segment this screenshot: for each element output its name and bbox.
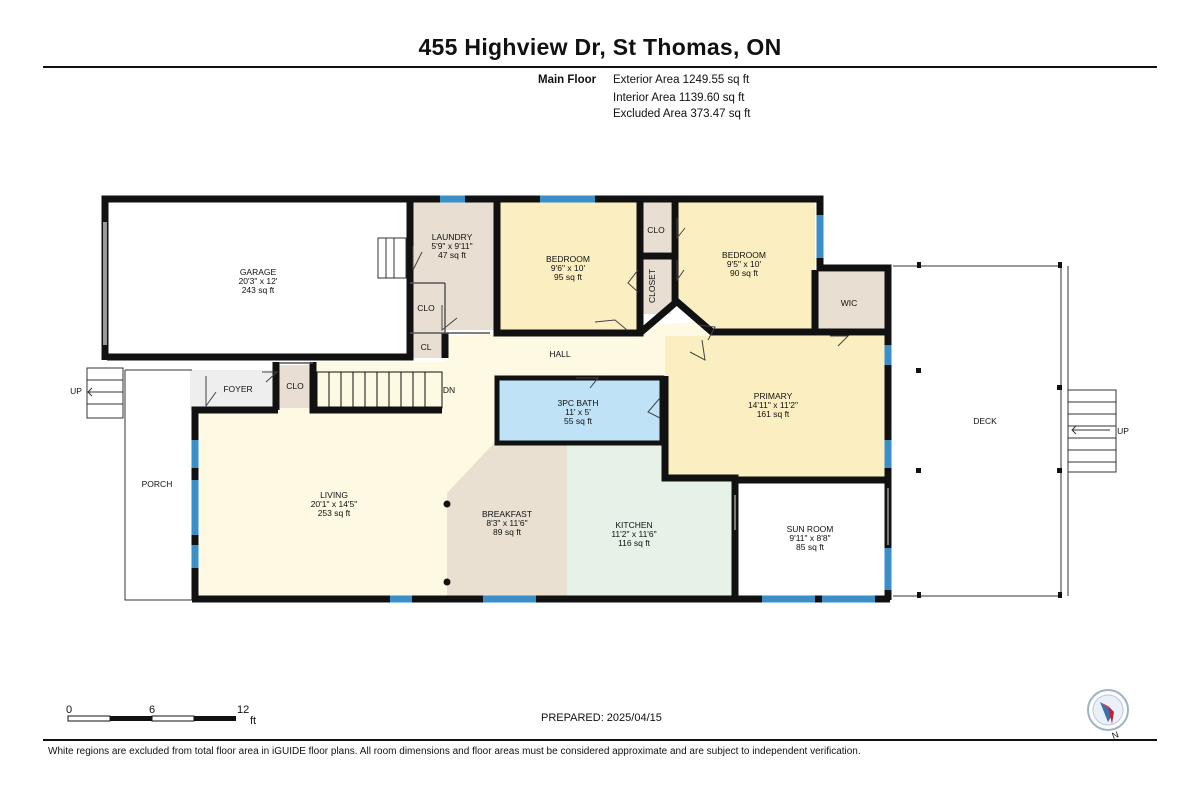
- interior-area: Interior Area 1139.60 sq ft: [613, 92, 745, 104]
- bedroom-right-name: BEDROOM: [722, 250, 766, 260]
- door-swings: [205, 218, 850, 419]
- deck-up-label: UP: [1117, 426, 1129, 436]
- wic-label: WIC: [841, 298, 858, 308]
- garage-dims: 20'3" x 12': [239, 276, 278, 286]
- bath-fill: [497, 380, 660, 442]
- sunroom-dims: 9'11" x 8'8": [789, 533, 830, 543]
- deck-posts: [916, 262, 1062, 598]
- scale-tick-12: 12: [237, 704, 249, 716]
- bedroom-left-dims: 9'6" x 10': [551, 263, 586, 273]
- living-fill: [200, 410, 495, 596]
- room-labels: GARAGE 20'3" x 12' 243 sq ft LAUNDRY 5'9…: [70, 225, 1129, 552]
- bedroom-left-name: BEDROOM: [546, 254, 590, 264]
- closet-fill: [641, 258, 671, 314]
- step-arrows: [87, 387, 1110, 435]
- room-fills: [190, 202, 885, 596]
- deck-steps: [1067, 389, 1117, 473]
- bedroom-left-fill: [497, 202, 638, 330]
- prepared-date: PREPARED: 2025/04/15: [541, 712, 662, 724]
- primary-fill: [665, 336, 885, 478]
- breakfast-dims: 8'3" x 11'6": [486, 518, 527, 528]
- bath-area: 55 sq ft: [564, 416, 593, 426]
- clo-laundry-fill: [410, 286, 442, 330]
- exterior-area: Exterior Area 1249.55 sq ft: [613, 74, 750, 86]
- column-2: [443, 578, 451, 586]
- clo-top-fill: [641, 202, 671, 252]
- excluded-area: Excluded Area 373.47 sq ft: [613, 108, 751, 120]
- primary-dims: 14'11" x 11'2": [748, 400, 798, 410]
- stairs-dn-label: DN: [443, 385, 455, 395]
- hall-label: HALL: [549, 349, 571, 359]
- kitchen-area: 116 sq ft: [618, 538, 651, 548]
- scale-labels: 0 6 12 ft: [66, 704, 256, 727]
- kitchen-name: KITCHEN: [615, 520, 652, 530]
- bedroom-left-area: 95 sq ft: [554, 272, 583, 282]
- bath-name: 3PC BATH: [558, 398, 599, 408]
- living-dims: 20'1" x 14'5": [311, 499, 358, 509]
- garage-steps: [377, 237, 407, 279]
- column-1: [443, 500, 451, 508]
- sunroom-area: 85 sq ft: [796, 542, 825, 552]
- living-area: 253 sq ft: [318, 508, 351, 518]
- bedroom-right-fill: [675, 202, 815, 330]
- cl-label: CL: [421, 342, 432, 352]
- porch-label: PORCH: [142, 479, 173, 489]
- clo-laundry-label: CLO: [417, 303, 435, 313]
- footer-rule: [43, 739, 1157, 741]
- sunroom-name: SUN ROOM: [787, 524, 834, 534]
- disclaimer: White regions are excluded from total fl…: [48, 746, 861, 757]
- laundry-dims: 5'9" x 9'11": [431, 241, 472, 251]
- compass-letter: N: [1111, 729, 1121, 741]
- scale-bar: [67, 715, 236, 722]
- kitchen-dims: 11'2" x 11'6": [611, 529, 656, 539]
- foyer-label: FOYER: [223, 384, 252, 394]
- breakfast-fill: [447, 442, 567, 596]
- laundry-area: 47 sq ft: [438, 250, 467, 260]
- scale-tick-0: 0: [66, 704, 72, 716]
- living-name: LIVING: [320, 490, 348, 500]
- foyer-clo-fill: [279, 365, 311, 408]
- foyer-fill: [190, 370, 276, 410]
- sliding-doors: [734, 488, 889, 545]
- garage-area: 243 sq ft: [242, 285, 275, 295]
- hall-fill: [275, 322, 712, 410]
- bath-dims: 11' x 5': [565, 407, 591, 417]
- clo-top-label: CLO: [647, 225, 665, 235]
- garage-name: GARAGE: [240, 267, 277, 277]
- breakfast-area: 89 sq ft: [493, 527, 522, 537]
- porch-steps: [86, 367, 124, 419]
- wic-fill: [815, 272, 885, 332]
- partitions: [279, 282, 490, 364]
- deck-label: DECK: [973, 416, 997, 426]
- plan-title: 455 Highview Dr, St Thomas, ON: [418, 34, 782, 60]
- laundry-name: LAUNDRY: [432, 232, 473, 242]
- bedroom-right-area: 90 sq ft: [730, 268, 759, 278]
- cl-fill: [410, 336, 442, 358]
- compass-icon: N: [1087, 689, 1129, 741]
- breakfast-name: BREAKFAST: [482, 509, 532, 519]
- primary-name: PRIMARY: [754, 391, 793, 401]
- floor-name: Main Floor: [538, 74, 597, 86]
- primary-area: 161 sq ft: [757, 409, 790, 419]
- porch-up-label: UP: [70, 386, 82, 396]
- bedroom-right-dims: 9'5" x 10': [727, 259, 762, 269]
- foyer-clo-label: CLO: [286, 381, 304, 391]
- closet-label: CLOSET: [647, 269, 657, 303]
- windows: [191, 195, 892, 603]
- title-rule: [43, 66, 1157, 68]
- scale-tick-6: 6: [149, 704, 155, 716]
- scale-unit: ft: [250, 715, 256, 727]
